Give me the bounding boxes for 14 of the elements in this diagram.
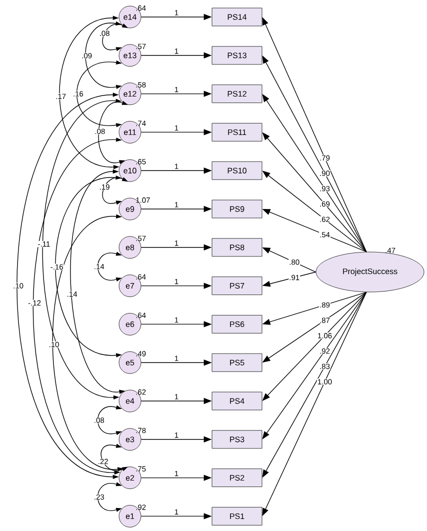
- indicator-box: PS6: [212, 315, 262, 334]
- indicator-box: PS5: [212, 353, 262, 372]
- indicator-box: PS11: [212, 123, 262, 142]
- indicator-box: PS1: [212, 507, 262, 526]
- indicator-box: PS10: [212, 161, 262, 180]
- indicator-box: PS8: [212, 238, 262, 257]
- indicator-box: PS4: [212, 392, 262, 410]
- indicator-box: PS3: [212, 430, 262, 449]
- indicator-box: PS9: [212, 200, 262, 218]
- indicator-box: PS2: [212, 468, 262, 487]
- indicator-box: PS12: [212, 84, 262, 103]
- indicator-box: PS14: [212, 8, 262, 26]
- indicator-box: PS13: [212, 46, 262, 65]
- indicator-box: PS7: [212, 276, 262, 295]
